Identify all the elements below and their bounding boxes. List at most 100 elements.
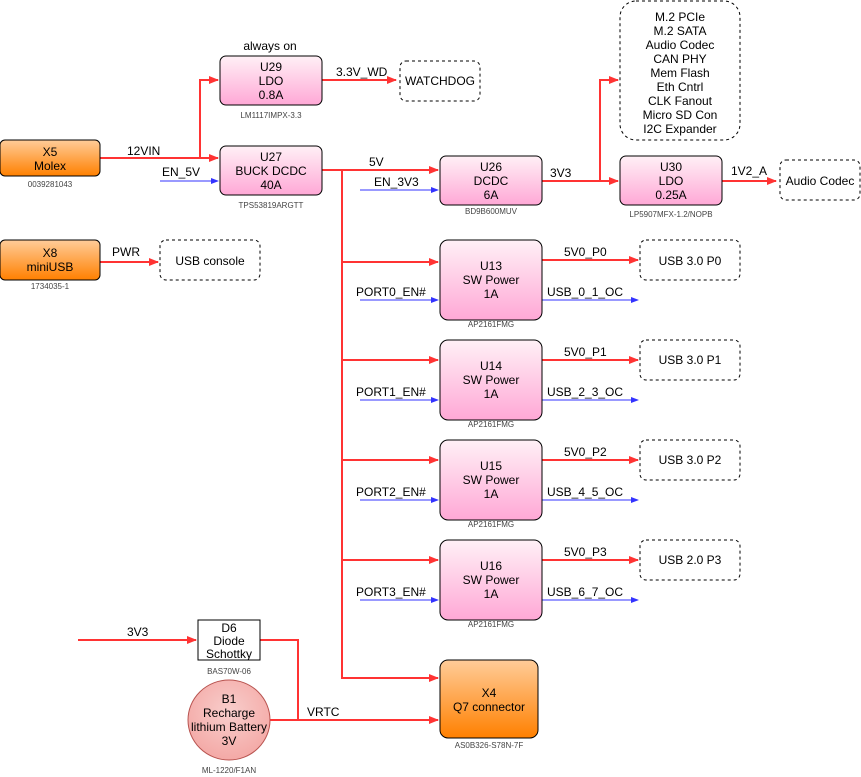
u27-rating: 40A — [260, 178, 281, 192]
usb-p1-label: USB 3.0 P1 — [659, 353, 722, 367]
net-usb67-oc: USB_6_7_OC — [547, 585, 623, 599]
switch-u16[interactable]: U16 SW Power 1A AP2161FMG — [439, 539, 543, 629]
u29-name: LDO — [259, 74, 284, 88]
net-labels: 12VIN EN_5V 3.3V_WD PWR 5V EN_3V3 3V3 1V… — [112, 65, 767, 719]
diode-d6[interactable]: D6 Diode Schottky BAS70W-06 — [197, 619, 261, 676]
wire-3v3-peripherals — [599, 76, 619, 181]
watchdog-label: WATCHDOG — [405, 74, 475, 88]
u15-rating: 1A — [484, 487, 499, 501]
net-vrtc: VRTC — [307, 705, 340, 719]
load-usb-p1[interactable]: USB 3.0 P1 — [639, 339, 741, 381]
battery-b1[interactable]: B1 Recharge lithium Battery 3V ML-1220/F… — [187, 679, 271, 775]
x5-name: Molex — [34, 159, 66, 173]
net-pwr: PWR — [112, 245, 140, 259]
usb-console-label: USB console — [175, 254, 245, 268]
regulator-u27[interactable]: U27 BUCK DCDC 40A TPS53819ARGTT — [219, 145, 323, 210]
net-en-3v3: EN_3V3 — [374, 175, 419, 189]
b1-ref: B1 — [222, 692, 237, 706]
u29-ref: U29 — [260, 60, 282, 74]
regulator-u30[interactable]: U30 LDO 0.25A LP5907MFX-1.2/NOPB — [619, 155, 723, 219]
peripheral-item: I2C Expander — [643, 122, 716, 136]
u16-ref: U16 — [480, 559, 502, 573]
u30-part: LP5907MFX-1.2/NOPB — [629, 210, 712, 219]
net-port0-en: PORT0_EN# — [356, 285, 426, 299]
u26-part: BD9B600MUV — [465, 207, 518, 216]
u27-part: TPS53819ARGTT — [239, 201, 304, 210]
net-3v3-wd: 3.3V_WD — [336, 65, 388, 79]
u26-ref: U26 — [480, 160, 502, 174]
signal-wires — [160, 178, 639, 603]
u26-name: DCDC — [474, 174, 509, 188]
load-usb-p0[interactable]: USB 3.0 P0 — [639, 239, 741, 281]
switch-u14[interactable]: U14 SW Power 1A AP2161FMG — [439, 339, 543, 429]
switch-u13[interactable]: U13 SW Power 1A AP2161FMG — [439, 239, 543, 329]
load-peripherals[interactable]: M.2 PCIe M.2 SATA Audio Codec CAN PHY Me… — [619, 0, 741, 141]
load-usb-p2[interactable]: USB 3.0 P2 — [639, 439, 741, 481]
net-d6-in: 3V3 — [127, 625, 149, 639]
net-5v: 5V — [369, 155, 384, 169]
x8-ref: X8 — [43, 246, 58, 260]
connector-x8[interactable]: X8 miniUSB 1734035-1 — [0, 239, 101, 291]
net-port1-en: PORT1_EN# — [356, 385, 426, 399]
peripheral-item: Micro SD Con — [643, 108, 718, 122]
d6-sub: Schottky — [206, 647, 252, 661]
u16-part: AP2161FMG — [468, 620, 514, 629]
usb-p3-label: USB 2.0 P3 — [659, 553, 722, 567]
audio-codec-label: Audio Codec — [786, 174, 855, 188]
net-port2-en: PORT2_EN# — [356, 485, 426, 499]
load-usb-console[interactable]: USB console — [159, 239, 261, 281]
wire-12vin-u29 — [199, 76, 219, 158]
connector-x4[interactable]: X4 Q7 connector AS0B326-S78N-7F — [439, 659, 539, 750]
power-wires — [78, 76, 777, 724]
u26-rating: 6A — [484, 188, 499, 202]
net-3v3: 3V3 — [550, 166, 572, 180]
net-port3-en: PORT3_EN# — [356, 585, 426, 599]
load-usb-p3[interactable]: USB 2.0 P3 — [639, 539, 741, 581]
u27-name: BUCK DCDC — [235, 164, 307, 178]
usb-p2-label: USB 3.0 P2 — [659, 453, 722, 467]
peripheral-item: M.2 PCIe — [655, 10, 705, 24]
regulator-u29[interactable]: always on U29 LDO 0.8A LM1117IMPX-3.3 — [219, 39, 323, 120]
net-en-5v: EN_5V — [162, 165, 200, 179]
net-usb01-oc: USB_0_1_OC — [547, 285, 623, 299]
d6-part: BAS70W-06 — [207, 667, 251, 676]
net-5v0-p0: 5V0_P0 — [564, 245, 607, 259]
u15-name: SW Power — [463, 473, 520, 487]
u27-ref: U27 — [260, 150, 282, 164]
wire-5v-bus — [341, 170, 439, 682]
x5-ref: X5 — [43, 145, 58, 159]
u13-rating: 1A — [484, 287, 499, 301]
peripheral-item: Audio Codec — [646, 38, 715, 52]
u14-rating: 1A — [484, 387, 499, 401]
peripheral-item: CAN PHY — [653, 52, 706, 66]
b1-part: ML-1220/F1AN — [202, 766, 256, 775]
switch-u15[interactable]: U15 SW Power 1A AP2161FMG — [439, 439, 543, 529]
wire-d6-out — [260, 639, 299, 720]
x4-ref: X4 — [482, 686, 497, 700]
u13-part: AP2161FMG — [468, 320, 514, 329]
net-12vin: 12VIN — [127, 144, 160, 158]
u15-ref: U15 — [480, 459, 502, 473]
net-5v0-p3: 5V0_P3 — [564, 545, 607, 559]
regulator-u26[interactable]: U26 DCDC 6A BD9B600MUV — [439, 155, 543, 216]
b1-name: Recharge — [203, 706, 255, 720]
u29-rating: 0.8A — [259, 88, 284, 102]
x4-name: Q7 connector — [453, 700, 525, 714]
b1-rating: 3V — [222, 734, 237, 748]
peripheral-item: M.2 SATA — [654, 24, 707, 38]
u13-name: SW Power — [463, 273, 520, 287]
u29-note: always on — [243, 39, 296, 53]
b1-sub: lithium Battery — [191, 720, 267, 734]
u16-name: SW Power — [463, 573, 520, 587]
peripheral-item: CLK Fanout — [648, 94, 713, 108]
u14-part: AP2161FMG — [468, 420, 514, 429]
u15-part: AP2161FMG — [468, 520, 514, 529]
net-usb45-oc: USB_4_5_OC — [547, 485, 623, 499]
net-5v0-p1: 5V0_P1 — [564, 345, 607, 359]
net-1v2-a: 1V2_A — [731, 164, 767, 178]
load-watchdog[interactable]: WATCHDOG — [399, 60, 481, 102]
connector-x5[interactable]: X5 Molex 0039281043 — [0, 139, 101, 189]
load-audio-codec[interactable]: Audio Codec — [779, 159, 861, 201]
x4-part: AS0B326-S78N-7F — [455, 741, 524, 750]
